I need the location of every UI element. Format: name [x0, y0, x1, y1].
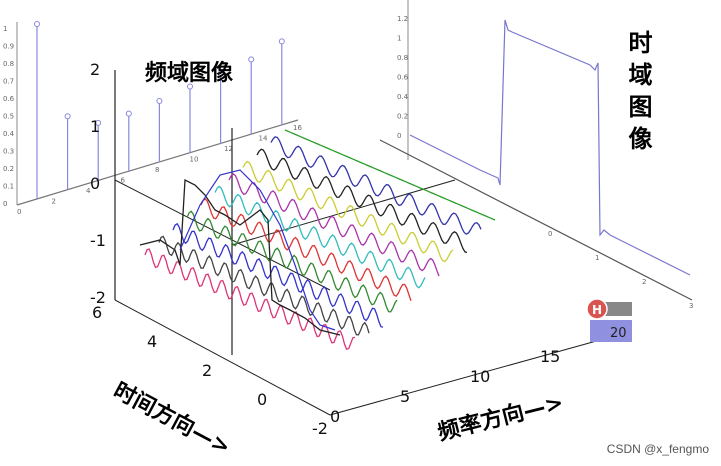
sine-wave: [242, 160, 454, 263]
time-tick: -2: [312, 419, 328, 438]
sine-wave: [144, 248, 356, 350]
spectrum-plot: 00.10.20.30.40.50.60.70.80.91 0246810121…: [3, 21, 302, 216]
sine-wave: [186, 210, 398, 313]
freq-domain-title: 频域图像: [145, 60, 234, 86]
time-domain-title: 时域图像: [624, 30, 652, 158]
time-y-tick: 0.8: [397, 54, 408, 62]
spectrum-x-tick: 8: [155, 166, 159, 174]
vertical-tick: 2: [90, 60, 100, 79]
freq-tick: 15: [540, 347, 560, 366]
blue-wave: [179, 169, 336, 331]
time-x-tick: 0: [548, 230, 552, 238]
sine-wave: [256, 148, 468, 254]
vertical-tick: -2: [90, 288, 106, 307]
time-plot: 0 0.2 0.4 0.6 0.8 1 1.2 0 1 2 3: [379, 0, 693, 310]
spectrum-marker: [34, 21, 40, 27]
time-y-tick: 0.6: [397, 74, 409, 82]
zero-line: [114, 179, 331, 291]
freq-tick: 0: [330, 407, 340, 426]
spectrum-marker: [156, 97, 163, 104]
spectrum-y-tick: 0.3: [3, 148, 14, 156]
time-tick: 2: [202, 361, 212, 380]
spectrum-y-tick: 0.9: [3, 43, 14, 51]
spectrum-x-tick: 16: [293, 124, 302, 132]
spectrum-x-tick: 10: [190, 156, 199, 164]
sine-wave: [172, 222, 384, 328]
summed-wave: [139, 178, 341, 336]
spectrum-y-tick: 0.2: [3, 165, 14, 173]
sine-wave: [158, 235, 370, 336]
vertical-tick: -1: [90, 231, 106, 250]
time-direction-label: 时间方向—>: [109, 377, 235, 460]
spectrum-marker: [217, 70, 224, 77]
spectrum-y-tick: 0.4: [3, 130, 15, 138]
time-tick: 4: [147, 332, 157, 351]
main-axes: [114, 70, 601, 416]
badge-value: 20: [610, 326, 627, 341]
watermark: CSDN @x_fengmo: [606, 442, 709, 456]
time-x-axis: [379, 139, 693, 301]
spectrum-y-tick: 0.8: [3, 60, 14, 68]
time-x-tick: 3: [689, 302, 693, 310]
spectrum-marker: [248, 56, 255, 63]
spectrum-y-tick: 1: [3, 25, 7, 33]
time-y-tick: 1.2: [397, 15, 408, 23]
freq-tick: 5: [400, 387, 410, 406]
spectrum-x-tick: 6: [121, 177, 126, 185]
sine-wave: [270, 136, 482, 235]
spectrum-y-tick: 0.1: [3, 183, 14, 191]
spectrum-x-tick: 2: [52, 198, 56, 206]
sine-wave: [214, 185, 426, 289]
spectrum-x-tick: 0: [17, 208, 21, 216]
time-axis: [114, 299, 331, 416]
spectrum-marker: [125, 110, 132, 117]
vertical-tick: 1: [90, 117, 100, 136]
spectrum-marker: [278, 38, 285, 45]
value-box: [590, 320, 632, 342]
vertical-tick: 0: [90, 174, 100, 193]
time-x-tick: 2: [642, 278, 646, 286]
time-y-tick: 1: [397, 35, 401, 43]
spectrum-marker: [187, 83, 193, 90]
time-x-tick: 1: [595, 254, 599, 262]
freq-axis: [329, 339, 601, 416]
h-badge: H 20: [586, 298, 632, 342]
sine-wave: [228, 173, 440, 277]
spectrum-marker: [95, 119, 102, 126]
time-y-tick: 0: [397, 132, 401, 140]
spectrum-x-tick: 14: [259, 135, 268, 143]
spectrum-y-tick: 0: [3, 200, 7, 208]
time-tick: 6: [92, 303, 102, 322]
freq-direction-label: 频率方向—>: [435, 390, 566, 446]
spectrum-x-axis: [16, 119, 299, 206]
spectrum-x-tick: 4: [86, 187, 91, 195]
spectrum-y-tick: 0.6: [3, 95, 15, 103]
freq-tick: 10: [470, 367, 490, 386]
sine-wave: [284, 129, 496, 221]
time-tick: 0: [257, 390, 267, 409]
spectrum-y-tick: 0.7: [3, 78, 14, 86]
time-y-tick: 0.2: [397, 113, 408, 121]
badge-letter: H: [592, 303, 602, 317]
spectrum-x-tick: 12: [224, 145, 233, 153]
spectrum-y-tick: 0.5: [3, 113, 14, 121]
h-icon: [586, 298, 608, 320]
time-y-tick: 0.4: [397, 93, 409, 101]
spectrum-marker: [64, 113, 71, 120]
square-wave: [409, 19, 691, 276]
